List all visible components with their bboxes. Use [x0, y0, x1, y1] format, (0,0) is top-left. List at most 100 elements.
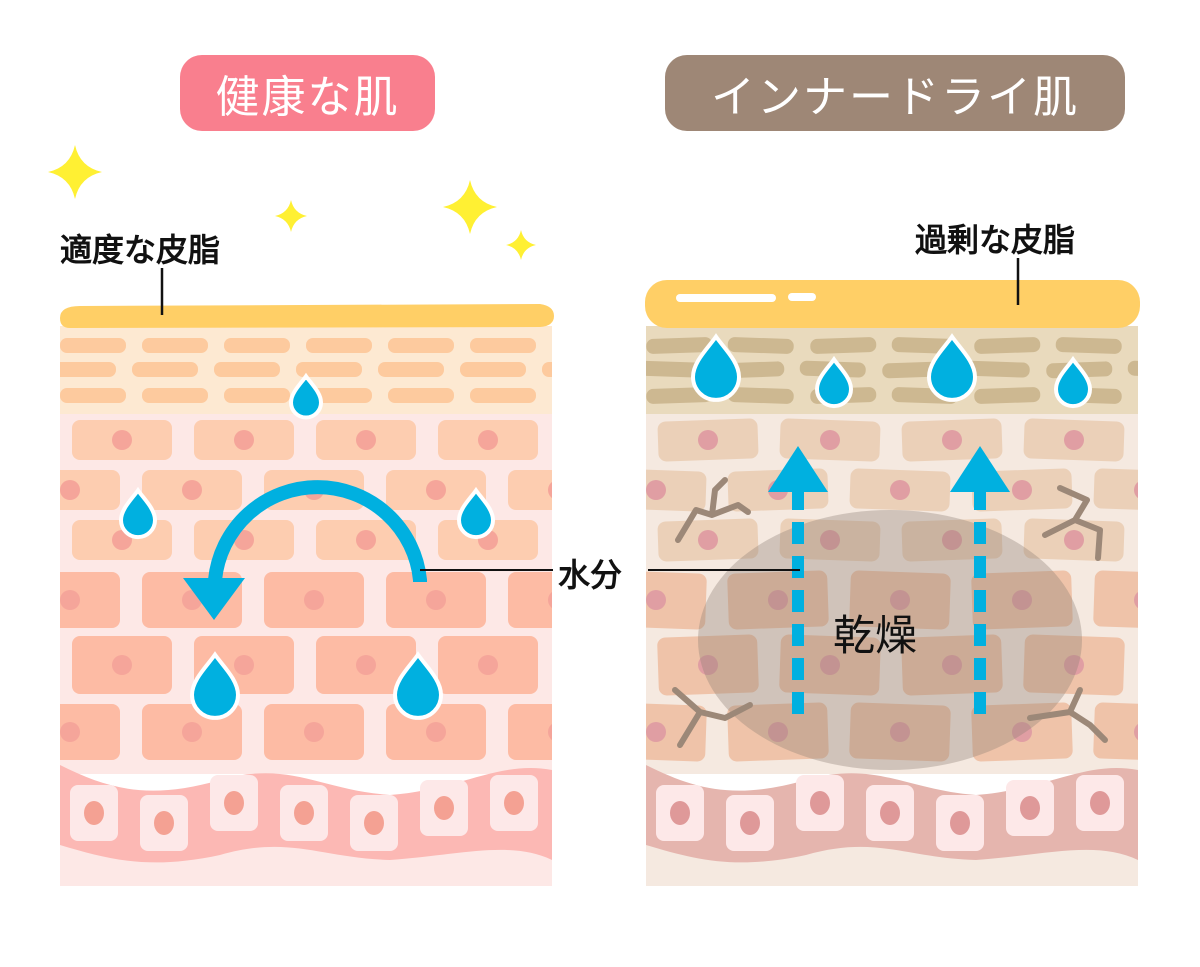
circulation-arrowhead-icon	[183, 578, 245, 620]
dry-cell-nucleus	[698, 655, 718, 675]
healthy-cell-nucleus	[548, 592, 552, 608]
dry-cell-nucleus	[768, 722, 788, 742]
sparkle-icon	[506, 230, 536, 260]
water-drop-icon	[288, 372, 324, 420]
dry-corneum-cell	[974, 337, 1041, 354]
healthy-cell-nucleus	[0, 430, 10, 450]
healthy-cell-nucleus	[234, 530, 254, 550]
healthy-sebum-layer	[60, 304, 554, 328]
healthy-cell-nucleus	[234, 430, 254, 450]
healthy-corneum-cell	[388, 388, 454, 403]
dry-cell-nucleus	[820, 530, 840, 550]
crack-mark	[1027, 687, 1108, 743]
sparkle-icon	[275, 200, 307, 232]
dry-basal-nucleus	[810, 791, 830, 815]
dry-cell-nucleus	[1012, 722, 1032, 742]
healthy-cell-nucleus	[182, 722, 202, 742]
dry-skin-cell	[1093, 702, 1138, 762]
healthy-corneum-cell	[0, 338, 44, 353]
water-drop-icon	[456, 486, 496, 540]
sparkle-icon	[443, 180, 497, 234]
moisture-label: 水分	[558, 556, 623, 594]
healthy-cell-nucleus	[112, 430, 132, 450]
dry-cell-nucleus	[942, 430, 962, 450]
healthy-corneum-cell	[470, 388, 536, 403]
dry-corneum-cell	[1127, 360, 1138, 378]
dry-skin-cell	[1145, 634, 1200, 695]
dry-corneum-cell	[974, 387, 1041, 404]
healthy-cell-nucleus	[356, 430, 376, 450]
healthy-cell-nucleus	[600, 430, 620, 450]
dry-basal-nucleus	[1090, 791, 1110, 815]
dry-corneum-cell	[563, 337, 629, 354]
dry-corneum-cell	[554, 361, 620, 378]
water-drop-icon	[189, 651, 241, 720]
healthy-corneum-cell	[296, 362, 362, 377]
dry-cell-nucleus	[646, 480, 666, 500]
dry-skin-cell	[1093, 570, 1138, 630]
sebum-shine	[788, 293, 816, 301]
healthy-cell-nucleus	[182, 480, 202, 500]
healthy-corneum-cell	[214, 362, 280, 377]
dry-cell-nucleus	[698, 430, 718, 450]
dry-cell-nucleus	[942, 530, 962, 550]
healthy-cell-nucleus	[112, 655, 132, 675]
healthy-cell-nucleus	[356, 655, 376, 675]
healthy-cell-nucleus	[478, 430, 498, 450]
inner-dry-skin-title: インナードライ肌	[665, 55, 1125, 131]
healthy-corneum-cell	[552, 338, 618, 353]
dry-cell-nucleus	[820, 430, 840, 450]
healthy-corneum-cell	[0, 362, 34, 377]
healthy-skin-cell	[508, 572, 552, 628]
healthy-corneum-cell	[60, 388, 126, 403]
dry-cell-nucleus	[1012, 480, 1032, 500]
sebum-shine	[676, 294, 776, 302]
moderate-sebum-label: 適度な皮脂	[60, 231, 221, 269]
healthy-skin-cell	[508, 470, 552, 510]
dry-basal-nucleus	[880, 801, 900, 825]
healthy-cell-nucleus	[304, 722, 324, 742]
healthy-skin-cell	[560, 420, 660, 460]
water-drop-icon	[118, 486, 158, 540]
healthy-cell-nucleus	[426, 590, 446, 610]
water-drop-icon	[690, 333, 742, 402]
healthy-cell-nucleus	[478, 655, 498, 675]
healthy-layers	[0, 326, 660, 892]
dry-cell-nucleus	[1012, 590, 1032, 610]
dry-basal-nucleus	[1020, 796, 1040, 820]
healthy-corneum-cell	[460, 362, 526, 377]
dry-cell-nucleus	[1186, 655, 1200, 675]
dry-cell-nucleus	[698, 530, 718, 550]
dry-basal-nucleus	[950, 811, 970, 835]
dry-cell-nucleus	[942, 655, 962, 675]
dry-bottom-edge	[646, 886, 1138, 892]
dry-cell-nucleus	[768, 590, 788, 610]
dry-basal-nucleus	[740, 811, 760, 835]
dry-cell-nucleus	[1134, 482, 1138, 498]
healthy-cell-nucleus	[60, 480, 80, 500]
water-drop-icon	[926, 333, 978, 402]
healthy-cell-nucleus	[60, 722, 80, 742]
dry-corneum-cell	[963, 360, 1030, 378]
dry-cell-nucleus	[576, 430, 596, 450]
healthy-cell-nucleus	[234, 655, 254, 675]
dry-cell-nucleus	[1134, 592, 1138, 608]
dry-cell-nucleus	[890, 722, 910, 742]
water-drop-icon	[1053, 355, 1093, 409]
healthy-corneum-cell	[224, 338, 290, 353]
crack-mark	[675, 477, 751, 543]
healthy-corneum-cell	[306, 338, 372, 353]
dry-cell-nucleus	[1186, 530, 1200, 550]
healthy-cell-nucleus	[548, 724, 552, 740]
healthy-cell-nucleus	[548, 482, 552, 498]
dry-corneum-cell	[1138, 337, 1200, 354]
healthy-cell-nucleus	[426, 722, 446, 742]
water-drop-icon	[392, 651, 444, 720]
circulation-arrow	[208, 480, 427, 588]
dry-cell-nucleus	[576, 530, 596, 550]
healthy-cell-nucleus	[600, 530, 620, 550]
healthy-corneum-cell	[132, 362, 198, 377]
dry-cell-nucleus	[1134, 724, 1138, 740]
healthy-corneum-cell	[552, 388, 618, 403]
dry-cell-nucleus	[890, 480, 910, 500]
